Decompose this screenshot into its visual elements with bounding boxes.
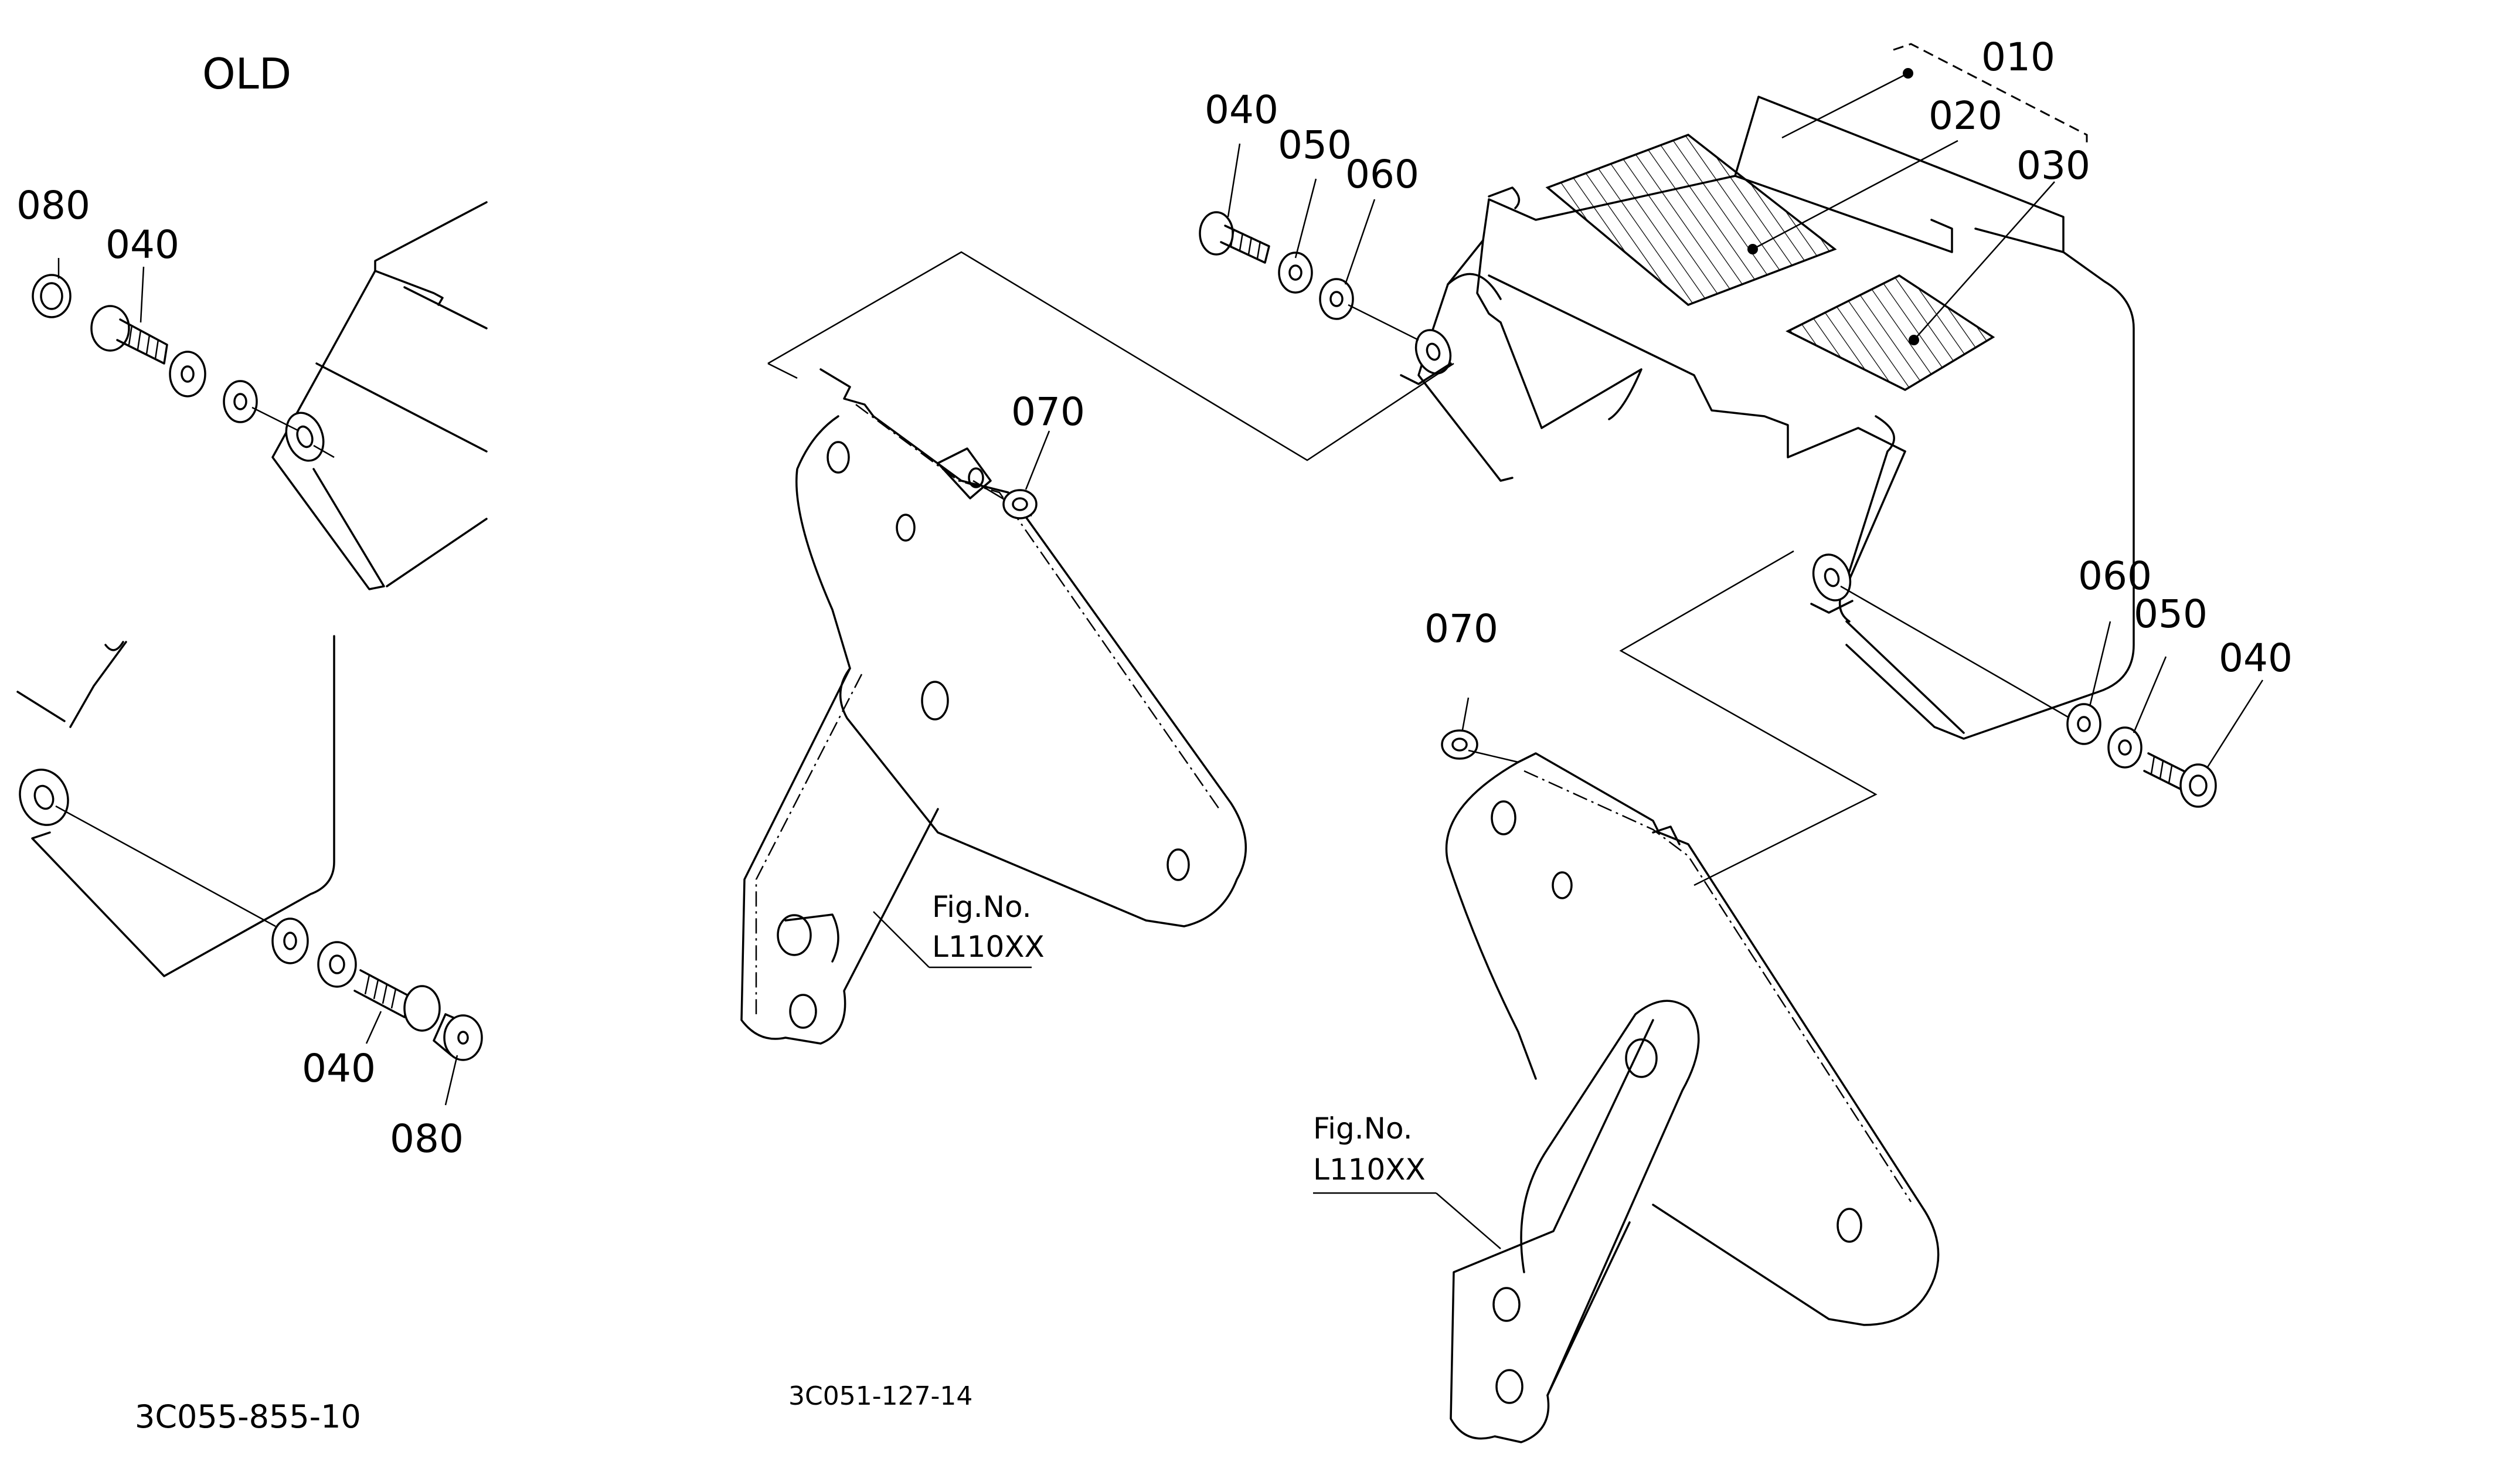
drawing-code-new: 3C051-127-14 [788,1381,973,1411]
callout-050-cover-right: 050 [2134,592,2208,637]
callout-060-cover-right: 060 [2078,553,2152,599]
callout-070-left: 070 [1011,389,1085,434]
decal-020 [1545,134,1837,306]
cover-hardware-right [1840,585,2264,808]
nut-070-left [972,430,1050,519]
callout-040-upper: 040 [106,222,179,267]
callout-060-cover-left: 060 [1345,152,1419,197]
old-lower-hardware [271,918,483,1106]
figure-ref-right-line1: Fig.No. [1313,1112,1413,1146]
nut-070-right [1441,697,1519,763]
figure-ref-left-line1: Fig.No. [932,890,1032,924]
callout-050-cover-left: 050 [1278,123,1352,168]
callout-080-upper: 080 [16,183,90,228]
leaders-cover [1752,43,2088,341]
callout-040-lower: 040 [302,1046,376,1091]
reference-planes [767,251,1878,886]
drawing-code-old: 3C055-855-10 [135,1398,361,1435]
callout-010: 010 [1981,35,2055,80]
old-upper-hardware [32,258,300,432]
cover-assembly [1400,96,2135,740]
callout-070-right: 070 [1424,606,1498,651]
figure-ref-left-line2: L110XX [932,930,1045,964]
callout-040-cover-right: 040 [2219,636,2293,681]
callout-080-lower: 080 [390,1116,464,1161]
callout-030: 030 [2016,143,2090,188]
right-bracket [1436,752,1940,1443]
left-bracket [740,368,1247,1045]
old-cover-upper-fragment [271,201,488,590]
callout-020: 020 [1929,93,2002,138]
section-label-old: OLD [202,49,292,98]
cover-hardware-left [1199,143,1419,341]
figure-ref-right-line2: L110XX [1313,1153,1426,1187]
decal-030 [1786,274,1995,391]
old-cover-lower-fragment [16,635,335,977]
callout-040-cover-left: 040 [1205,87,1278,132]
